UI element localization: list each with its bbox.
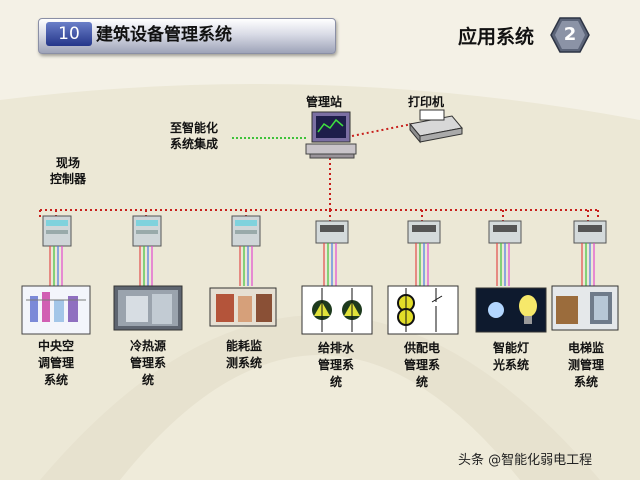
section-number: 2 <box>563 24 577 45</box>
subsystem-label: 冷热源管理系统 <box>129 339 166 387</box>
integration-label: 至智能化系统集成 <box>169 121 218 151</box>
power-distribution-image <box>387 285 459 335</box>
controller-icon <box>488 220 522 244</box>
page-title: 建筑设备管理系统 <box>96 25 232 45</box>
slide-number-badge: 10 <box>46 22 92 46</box>
controller-icon <box>132 215 162 247</box>
controller-icon <box>315 220 349 244</box>
field-controller-label: 现场控制器 <box>49 156 86 186</box>
subsystem-label: 中央空调管理系统 <box>37 339 74 387</box>
controller-icon <box>573 220 607 244</box>
printer-label: 打印机 <box>408 95 445 109</box>
signal-wires <box>49 243 595 286</box>
subsystem-label: 供配电管理系统 <box>403 341 440 389</box>
controller-icon <box>407 220 441 244</box>
management-station-label: 管理站 <box>306 95 343 109</box>
subsystem-label: 电梯监测管理系统 <box>567 341 604 389</box>
hexagon-badge <box>550 17 590 53</box>
controller-icon <box>42 215 72 247</box>
printer-link <box>351 123 413 137</box>
controller-icon <box>231 215 261 247</box>
subsystem-label: 能耗监测系统 <box>225 339 262 370</box>
printer-icon <box>409 109 463 144</box>
subsystem-label: 给排水管理系统 <box>317 341 354 389</box>
section-title: 应用系统 <box>458 26 535 48</box>
chiller-image <box>113 285 183 331</box>
computer-icon <box>305 111 357 159</box>
energy-image <box>209 287 277 327</box>
water-pump-image <box>301 285 373 335</box>
watermark: 头条 @智能化弱电工程 <box>458 453 593 468</box>
subsystem-label: 智能灯光系统 <box>492 341 529 372</box>
elevator-image <box>551 285 619 331</box>
lighting-image <box>475 287 547 333</box>
hvac-image <box>21 285 91 335</box>
